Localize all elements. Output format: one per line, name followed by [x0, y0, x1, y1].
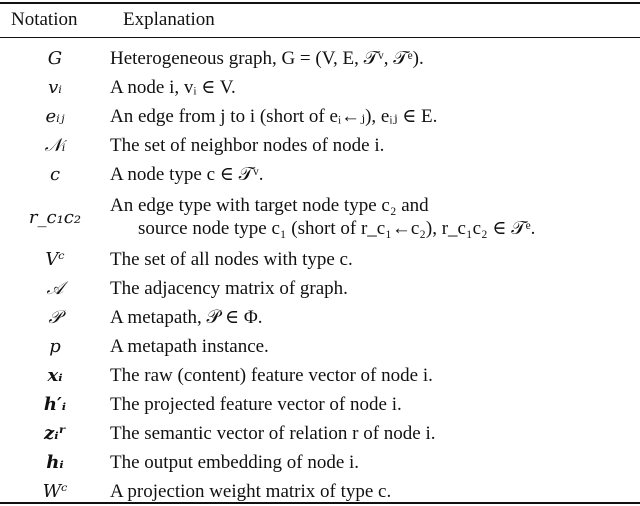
notation-symbol: hᵢ [46, 452, 64, 473]
table-row: G Heterogeneous graph, G = (V, E, 𝒯ᵛ, 𝒯ᵉ… [0, 44, 640, 73]
notation-symbol: vᵢ [48, 77, 62, 98]
notation-symbol: G [47, 48, 63, 69]
table-row: Vᶜ The set of all nodes with type c. [0, 245, 640, 274]
notation-symbol: Wᶜ [42, 481, 68, 502]
notation-symbol: h′ᵢ [43, 394, 67, 415]
notation-explanation: The set of all nodes with type c. [110, 248, 353, 270]
table-row: h′ᵢ The projected feature vector of node… [0, 390, 640, 419]
table-row: hᵢ The output embedding of node i. [0, 448, 640, 477]
notation-explanation: An edge from j to i (short of eᵢ←ⱼ), eᵢⱼ… [110, 106, 438, 127]
table-row: 𝒩ᵢ The set of neighbor nodes of node i. [0, 131, 640, 160]
header-explanation: Explanation [123, 9, 215, 30]
table-row: c A node type c ∈ 𝒯ᵛ. [0, 160, 640, 189]
notation-explanation: The projected feature vector of node i. [110, 393, 402, 415]
explanation-line-2: source node type c₁ (short of r_c₁←c₂), … [138, 217, 536, 239]
table-row: xᵢ The raw (content) feature vector of n… [0, 361, 640, 390]
table-row: 𝒫 A metapath, 𝒫 ∈ Φ. [0, 303, 640, 332]
table-row: 𝒜 The adjacency matrix of graph. [0, 274, 640, 303]
notation-symbol: 𝒜 [46, 278, 64, 299]
notation-explanation: The semantic vector of relation r of nod… [110, 422, 436, 444]
notation-symbol: 𝒫 [48, 307, 62, 328]
bottom-rule [0, 502, 640, 504]
notation-explanation: A metapath instance. [110, 335, 269, 357]
notation-explanation: The raw (content) feature vector of node… [110, 364, 433, 386]
top-rule [0, 2, 640, 4]
notation-symbol: 𝒩ᵢ [44, 135, 66, 156]
notation-symbol: p [49, 336, 61, 357]
explanation-line-1: An edge type with target node type c₂ an… [110, 194, 429, 216]
notation-symbol: r_c₁c₂ [28, 206, 82, 228]
table-row: eᵢⱼ An edge from j to i (short of eᵢ←ⱼ),… [0, 102, 640, 131]
notation-symbol: Vᶜ [45, 249, 65, 270]
notation-explanation: A metapath, 𝒫 ∈ Φ. [110, 307, 263, 328]
header-notation: Notation [11, 9, 78, 30]
notation-symbol: c [49, 164, 61, 185]
table-row: vᵢ A node i, vᵢ ∈ V. [0, 73, 640, 102]
notation-explanation: The output embedding of node i. [110, 451, 360, 473]
notation-explanation: A node i, vᵢ ∈ V. [110, 77, 236, 98]
table-row: zᵢʳ The semantic vector of relation r of… [0, 419, 640, 448]
notation-explanation: A projection weight matrix of type c. [110, 480, 392, 502]
notation-explanation: An edge type with target node type c₂ an… [110, 189, 640, 245]
notation-body: G Heterogeneous graph, G = (V, E, 𝒯ᵛ, 𝒯ᵉ… [0, 44, 640, 506]
notation-explanation: A node type c ∈ 𝒯ᵛ. [110, 164, 264, 185]
table-row: Wᶜ A projection weight matrix of type c. [0, 477, 640, 506]
notation-symbol: zᵢʳ [44, 423, 66, 444]
notation-symbol: eᵢⱼ [45, 106, 65, 127]
table-row: r_c₁c₂ An edge type with target node typ… [0, 189, 640, 245]
header-rule [0, 37, 640, 39]
table-row: p A metapath instance. [0, 332, 640, 361]
notation-symbol: xᵢ [47, 365, 63, 386]
notation-explanation: The set of neighbor nodes of node i. [110, 134, 385, 156]
notation-explanation: Heterogeneous graph, G = (V, E, 𝒯ᵛ, 𝒯ᵉ). [110, 47, 424, 69]
notation-explanation: The adjacency matrix of graph. [110, 277, 348, 299]
